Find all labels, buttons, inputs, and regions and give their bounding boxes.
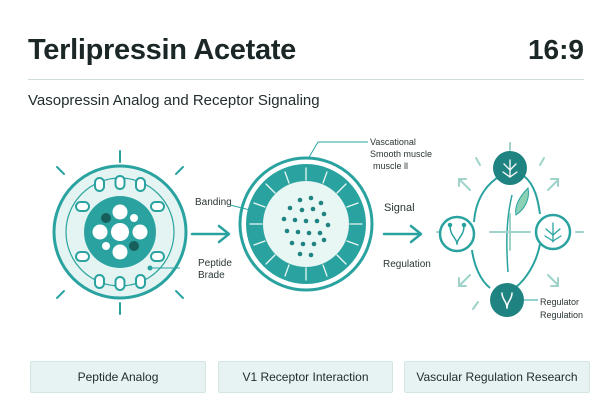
network-node-bottom [490,283,524,317]
v1-receptor-cell [229,141,374,292]
header-divider [28,79,584,80]
vascular-regulation-network [436,142,584,317]
network-node-right [534,213,572,251]
peptide-satellite-dots [75,175,165,291]
network-node-left [438,215,476,253]
aspect-ratio-label: 16:9 [527,34,584,65]
arrow-receptor-to-regulation [382,224,423,244]
receptor-callout-line1: Vascational [370,137,416,147]
regulator-label-line2: Regulation [540,310,583,320]
receptor-dots [281,195,331,258]
peptide-analog-figure [52,150,188,315]
page-title: Terlipressin Acetate [28,34,296,66]
regulator-label-line1: Regulator [540,297,579,307]
footer-vascular-regulation-research: Vascular Regulation Research [404,361,590,393]
footer-v1-receptor-interaction: V1 Receptor Interaction [218,361,393,393]
regulation-label: Regulation [383,259,431,270]
binding-label: Banding [195,197,232,208]
page-subtitle: Vasopressin Analog and Receptor Signalin… [28,92,320,109]
arrow-peptide-to-receptor [190,224,231,244]
signal-label: Signal [384,202,415,214]
footer-peptide-analog: Peptide Analog [30,361,206,393]
receptor-callout-line2: Smooth muscle [370,149,432,159]
network-node-top [493,151,527,185]
receptor-callout-line3: muscle ll [373,161,408,171]
peptide-label-line2: Brade [198,270,225,281]
peptide-label-line1: Peptide [198,258,232,269]
